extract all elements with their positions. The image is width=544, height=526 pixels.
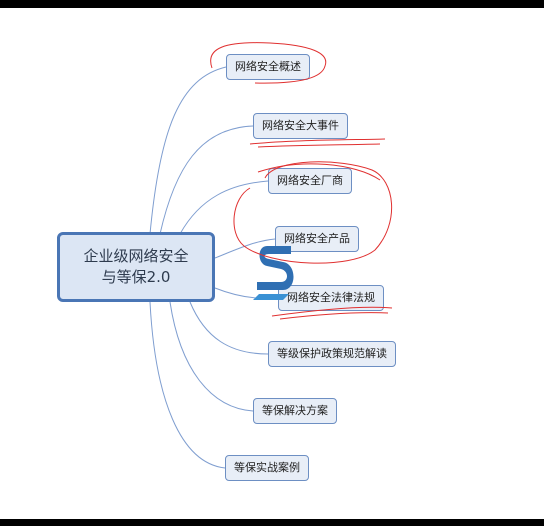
branch-node-laws[interactable]: 网络安全法律法规 [278, 285, 384, 311]
connector-3 [179, 180, 269, 235]
connector-6 [189, 301, 269, 355]
connector-1 [149, 66, 227, 235]
connector-2 [159, 125, 254, 235]
s-shaped-logo-icon [253, 246, 294, 300]
center-topic[interactable]: 企业级网络安全 与等保2.0 [57, 232, 215, 302]
center-topic-line2: 与等保2.0 [101, 268, 171, 286]
connector-7 [169, 301, 254, 412]
branch-node-major-events[interactable]: 网络安全大事件 [253, 113, 348, 139]
branch-node-solutions[interactable]: 等保解决方案 [253, 398, 337, 424]
mindmap-canvas: 企业级网络安全 与等保2.0 网络安全概述 网络安全大事件 网络安全厂商 网络安… [0, 8, 544, 519]
center-topic-line1: 企业级网络安全 [83, 247, 189, 265]
branch-node-case-studies[interactable]: 等保实战案例 [225, 455, 309, 481]
branch-node-classified-protection-policy[interactable]: 等级保护政策规范解读 [268, 341, 396, 367]
branch-node-vendors[interactable]: 网络安全厂商 [268, 168, 352, 194]
branch-node-overview[interactable]: 网络安全概述 [226, 54, 310, 80]
connector-8 [149, 301, 226, 469]
